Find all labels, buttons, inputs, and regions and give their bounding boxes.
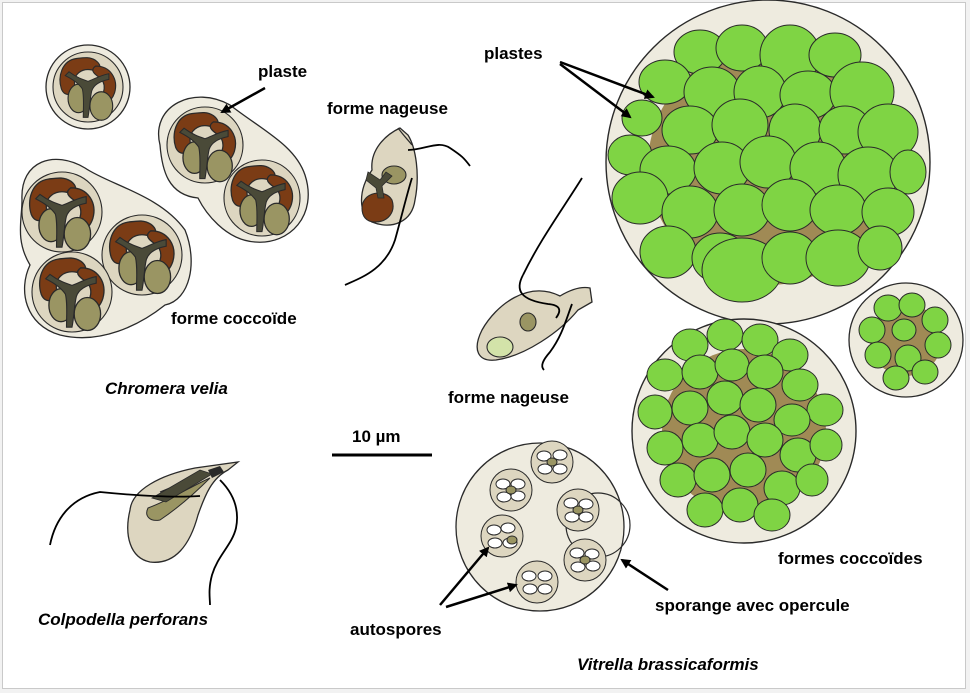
green-sporangium-medium [632, 319, 856, 543]
chromera-swimming-cell [345, 128, 470, 285]
label-forme-nageuse-1: forme nageuse [327, 99, 448, 119]
sporange-arrow [622, 560, 668, 590]
label-chromera-velia: Chromera velia [105, 379, 228, 399]
label-forme-coccoide: forme coccoïde [171, 309, 297, 329]
label-plaste: plaste [258, 62, 307, 82]
plastes-arrow-2 [560, 64, 630, 117]
label-plastes: plastes [484, 44, 543, 64]
label-scale: 10 µm [352, 427, 401, 447]
autospore-sporangium [456, 441, 630, 611]
label-vitrella-brassicaformis: Vitrella brassicaformis [577, 655, 759, 675]
green-sporangium-large [606, 0, 930, 324]
plaste-arrow [222, 88, 265, 112]
label-colpodella-perforans: Colpodella perforans [38, 610, 208, 630]
label-sporange: sporange avec opercule [655, 596, 850, 616]
label-autospores: autospores [350, 620, 442, 640]
colpodella-cell [50, 462, 238, 605]
chromera-single-cell [46, 45, 130, 129]
label-forme-nageuse-2: forme nageuse [448, 388, 569, 408]
chromera-tetrad [20, 159, 191, 337]
green-sporangium-small [849, 283, 963, 397]
label-formes-coccoides: formes coccoïdes [778, 549, 923, 569]
vitrella-swimming-cell [477, 178, 592, 370]
chromera-pair [159, 97, 309, 242]
